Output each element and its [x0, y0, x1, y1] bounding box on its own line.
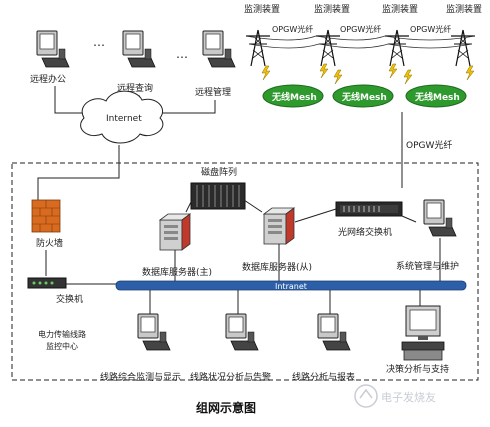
opgw-fiber-label-2: OPGW光纤 [340, 24, 381, 34]
ws-decision-label: 决策分析与支持 [386, 363, 449, 375]
ws-line-report-pc [317, 313, 351, 351]
remote-office-pc [36, 30, 70, 68]
internet-label: Internet [106, 114, 142, 124]
monitor-device-label-3: 监测装置 [382, 3, 418, 15]
wireless-bolt-2 [319, 63, 329, 79]
wireless-bolt-5 [403, 69, 413, 85]
monitor-device-label-2: 监测装置 [314, 3, 350, 15]
remote-manage-pc [202, 30, 236, 68]
ellipsis-1: … [93, 35, 105, 49]
system-mgmt-label: 系统管理与维护 [396, 260, 459, 272]
watermark-logo: 电子发烧友 [354, 384, 436, 408]
disk-array-label: 磁盘阵列 [201, 166, 237, 178]
ws-line-monitor-label: 线路综合监测与显示 [100, 371, 181, 383]
wireless-bolt-1 [261, 65, 271, 81]
remote-manage-label: 远程管理 [195, 86, 231, 98]
firewall-label: 防火墙 [36, 237, 63, 249]
firewall-icon [31, 199, 61, 233]
switch-label: 交换机 [56, 293, 83, 305]
ws-line-status-label: 线路状况分析与告警 [190, 371, 271, 383]
remote-office-label: 远程办公 [30, 73, 66, 85]
optical-network-switch [335, 201, 403, 217]
watermark-text: 电子发烧友 [381, 390, 436, 404]
intranet-label: Intranet [275, 282, 307, 291]
power-tower-2 [315, 29, 341, 67]
remote-query-pc [122, 30, 156, 68]
ws-line-monitor-pc [137, 313, 171, 351]
control-center-label-2: 监控中心 [46, 341, 78, 351]
db-server-main [159, 213, 191, 251]
power-tower-4 [450, 29, 476, 67]
link-cloud-firewall [37, 145, 120, 200]
ws-decision-pc [401, 305, 445, 361]
link-switch-mgmt [401, 215, 417, 223]
monitor-device-label-4: 监测装置 [446, 3, 482, 15]
wireless-bolt-3 [333, 69, 343, 85]
system-mgmt-pc [423, 199, 457, 237]
opgw-fiber-label-3: OPGW光纤 [410, 24, 451, 34]
wireless-mesh-1 [262, 84, 324, 108]
link-array-backup [243, 199, 263, 213]
optical-switch-label: 光网络交换机 [338, 226, 392, 238]
db-server-backup-label: 数据库服务器(从) [242, 261, 312, 273]
link-array-main [185, 199, 193, 213]
ws-line-report-label: 线路分析与报表 [292, 371, 355, 383]
switch-device [27, 277, 67, 289]
control-center-label-1: 电力传输线路 [38, 329, 86, 339]
ellipsis-2: … [176, 47, 188, 61]
control-center-boundary [11, 162, 479, 381]
db-server-main-label: 数据库服务器(主) [142, 266, 212, 278]
transmission-wire-top [245, 35, 476, 41]
wireless-mesh-2 [332, 84, 394, 108]
ws-line-status-pc [225, 313, 259, 351]
opgw-fiber-label-1: OPGW光纤 [272, 24, 313, 34]
wireless-mesh-label-3: 无线Mesh [414, 91, 460, 103]
transmission-wire-bottom [248, 43, 473, 49]
wireless-bolt-4 [388, 63, 398, 79]
db-server-backup [263, 207, 295, 245]
wireless-mesh-label-2: 无线Mesh [341, 91, 387, 103]
power-tower-3 [384, 29, 410, 67]
disk-array [190, 182, 246, 210]
intranet-bus [115, 280, 467, 291]
internet-cloud: Internet [80, 90, 164, 144]
wireless-mesh-3 [405, 84, 467, 108]
monitor-device-label-1: 监测装置 [244, 3, 280, 15]
link-office-cloud [54, 86, 82, 114]
power-tower-1 [245, 29, 271, 67]
wireless-mesh-label-1: 无线Mesh [271, 91, 317, 103]
wireless-bolt-6 [465, 65, 475, 81]
link-switch-servers [294, 208, 337, 223]
opgw-fiber-down-label: OPGW光纤 [406, 139, 452, 151]
diagram-caption: 组网示意图 [196, 400, 256, 415]
link-manage-cloud [160, 100, 216, 114]
